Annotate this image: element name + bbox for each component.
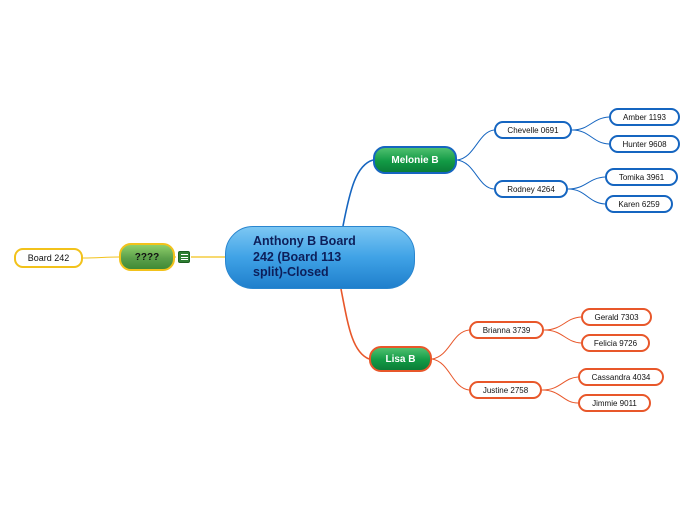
leaf-hunter[interactable]: Hunter 9608 bbox=[609, 135, 680, 153]
branch-melonie-b[interactable]: Melonie B bbox=[373, 146, 457, 174]
leaf-cassandra-label: Cassandra 4034 bbox=[591, 372, 651, 382]
leaf-gerald[interactable]: Gerald 7303 bbox=[581, 308, 652, 326]
leaf-amber[interactable]: Amber 1193 bbox=[609, 108, 680, 126]
branch-lisa-b-label: Lisa B bbox=[385, 353, 416, 365]
leaf-tomika-label: Tomika 3961 bbox=[618, 172, 665, 182]
leaf-amber-label: Amber 1193 bbox=[623, 112, 666, 122]
note-icon[interactable] bbox=[178, 251, 190, 263]
branch-unknown-label: ???? bbox=[134, 251, 160, 263]
leaf-gerald-label: Gerald 7303 bbox=[594, 312, 639, 322]
subtopic-rodney[interactable]: Rodney 4264 bbox=[494, 180, 568, 198]
branch-lisa-b[interactable]: Lisa B bbox=[369, 346, 432, 372]
subtopic-brianna[interactable]: Brianna 3739 bbox=[469, 321, 544, 339]
subtopic-justine-label: Justine 2758 bbox=[482, 385, 529, 395]
subtopic-chevelle-label: Chevelle 0691 bbox=[507, 125, 559, 135]
leaf-tomika[interactable]: Tomika 3961 bbox=[605, 168, 678, 186]
subtopic-brianna-label: Brianna 3739 bbox=[482, 325, 531, 335]
leaf-felicia[interactable]: Felicia 9726 bbox=[581, 334, 650, 352]
leaf-board-242[interactable]: Board 242 bbox=[14, 248, 83, 268]
leaf-karen[interactable]: Karen 6259 bbox=[605, 195, 673, 213]
central-topic[interactable]: Anthony B Board 242 (Board 113 split)-Cl… bbox=[225, 226, 415, 289]
leaf-board-242-label: Board 242 bbox=[27, 253, 70, 263]
subtopic-rodney-label: Rodney 4264 bbox=[507, 184, 555, 194]
subtopic-justine[interactable]: Justine 2758 bbox=[469, 381, 542, 399]
leaf-felicia-label: Felicia 9726 bbox=[593, 338, 638, 348]
leaf-jimmie[interactable]: Jimmie 9011 bbox=[578, 394, 651, 412]
leaf-karen-label: Karen 6259 bbox=[618, 199, 660, 209]
leaf-cassandra[interactable]: Cassandra 4034 bbox=[578, 368, 664, 386]
leaf-jimmie-label: Jimmie 9011 bbox=[592, 398, 637, 408]
leaf-hunter-label: Hunter 9608 bbox=[622, 139, 667, 149]
branch-unknown[interactable]: ???? bbox=[119, 243, 175, 271]
central-topic-label: Anthony B Board 242 (Board 113 split)-Cl… bbox=[253, 234, 356, 280]
subtopic-chevelle[interactable]: Chevelle 0691 bbox=[494, 121, 572, 139]
branch-melonie-b-label: Melonie B bbox=[391, 154, 439, 166]
